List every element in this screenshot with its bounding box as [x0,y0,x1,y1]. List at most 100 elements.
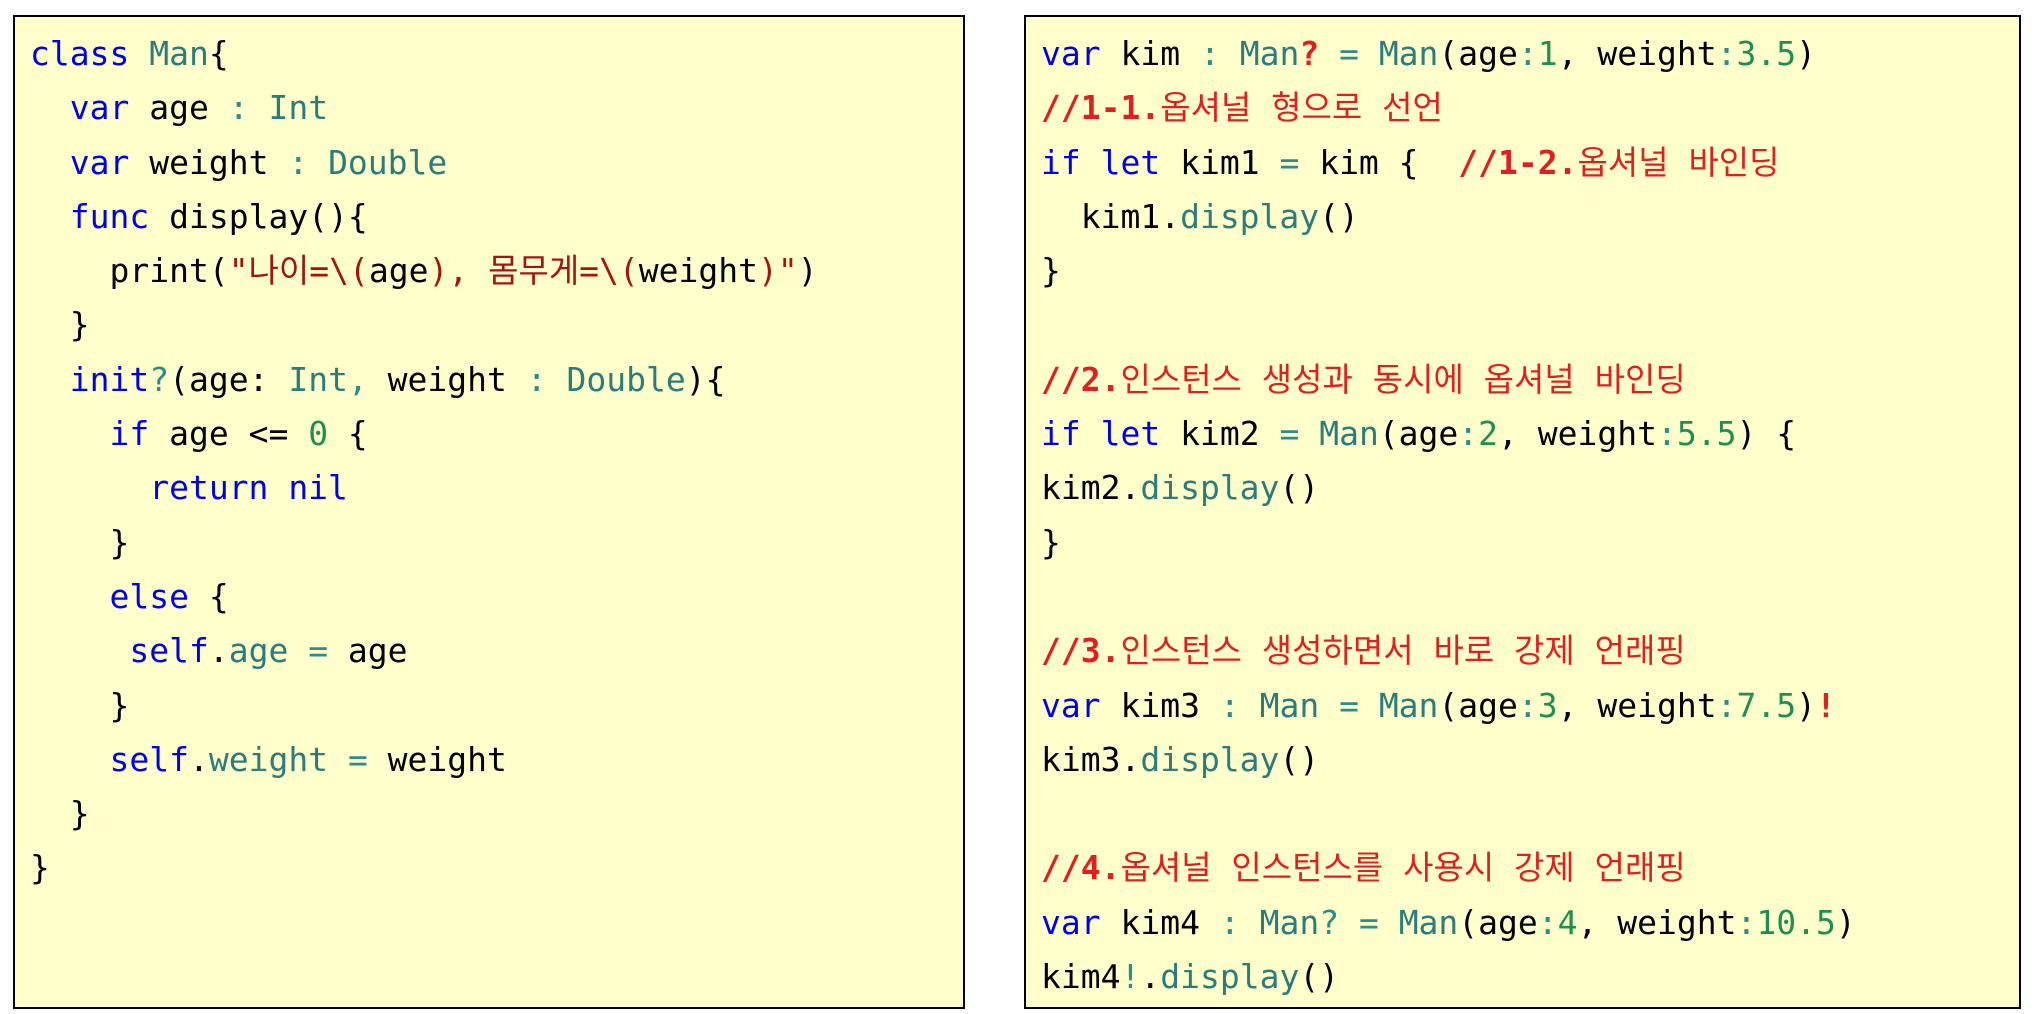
code-token [1081,143,1101,182]
code-line: } [30,787,818,841]
code-token: 3.5 [1736,34,1797,73]
code-token [30,88,70,127]
code-line: kim3.display() [1041,733,1856,787]
code-token: ) [1796,34,1816,73]
code-line [1041,787,1856,841]
code-token: } [1041,522,1061,562]
code-token: //1-1. [1041,88,1161,128]
code-token [30,143,70,182]
code-token [1299,414,1319,453]
code-token: kim3 [1100,685,1220,725]
code-token: : [1657,414,1677,454]
code-token: class [30,34,130,73]
code-token: display [1180,196,1320,236]
code-token: weight [208,739,329,779]
code-token: Man [1259,902,1320,942]
code-line [1041,298,1856,352]
code-token: , weight [1577,902,1737,942]
code-token [1081,414,1101,453]
code-token: kim4 [1041,957,1121,997]
code-token: kim3. [1041,739,1141,779]
code-token: self [129,631,209,671]
code-panel-optional-usage: var kim : Man? = Man(age:1, weight:3.5)/… [1024,15,2021,1009]
code-token: : [1736,902,1757,942]
code-token [1240,686,1260,725]
code-token: )" [758,251,798,291]
code-block-optional-examples: var kim : Man? = Man(age:1, weight:3.5)/… [1041,27,1856,1004]
code-token: 2 [1478,414,1499,454]
code-token: Man [1378,685,1439,725]
code-token: { [328,414,368,454]
code-token [547,360,567,399]
code-token: display [1160,957,1300,997]
code-token: : [1219,902,1240,942]
code-token: () [1319,196,1359,236]
code-token: kim1. [1041,196,1181,236]
code-token: ? [1319,902,1340,942]
code-token: ) { [1736,414,1797,454]
code-line: } [1041,516,1856,570]
code-token: = [1339,34,1359,73]
code-token: self [109,739,189,779]
code-token: () [1279,739,1320,779]
code-token: var [69,88,130,128]
code-token: display [1140,468,1280,508]
code-token: : [1716,685,1737,725]
code-token: 인스턴스 생성과 동시에 옵셔널 바인딩 [1120,359,1686,399]
code-token: } [30,522,130,562]
code-token: if [109,414,150,454]
code-token: 0 [308,414,329,454]
code-line: func display(){ [30,190,818,244]
code-line: var age : Int [30,81,818,135]
code-token: : [526,359,547,399]
code-line: var kim3 : Man = Man(age:3, weight:7.5)! [1041,679,1856,733]
code-token: : [228,88,249,128]
code-token: Man [1239,34,1300,73]
code-token [30,577,109,616]
code-token: , weight [1498,414,1657,454]
code-token: //3. [1041,631,1121,671]
code-token: Int [268,88,329,128]
code-token: : [1517,34,1538,73]
code-token: { [188,576,229,616]
code-line [1041,570,1856,624]
code-token [30,360,70,399]
code-token: . [1140,957,1161,997]
code-token [249,88,269,127]
code-token: 옵셔널 형으로 선언 [1160,88,1443,128]
code-line: return nil [30,461,818,515]
code-token: 인스턴스 생성하면서 바로 강제 언래핑 [1120,631,1686,671]
code-token: = [1279,414,1300,454]
code-token: } [30,794,90,834]
code-token: } [1041,251,1061,291]
code-token: weight [638,251,759,291]
code-token: age <= [149,414,309,454]
code-line: var weight : Double [30,136,818,190]
code-token [30,631,129,670]
code-token: weight [367,359,527,399]
code-token: ! [1120,957,1141,997]
code-line: print("나이=\(age), 몸무게=\(weight)") [30,244,817,298]
code-token: Double [566,359,686,399]
code-token: : [1458,414,1479,454]
code-line: } [30,298,818,352]
code-panel-class-definition: class Man{ var age : Int var weight : Do… [13,15,965,1009]
code-token: kim2. [1041,468,1141,508]
code-token: Man [1319,414,1379,454]
code-token: return [149,468,269,508]
code-token: age [368,251,429,291]
code-token: , weight [1557,34,1717,73]
code-line: kim4!.display() [1041,950,1856,1004]
code-line: else { [30,570,818,624]
code-token: //2. [1041,359,1121,399]
code-token: "나이=\( [228,251,369,291]
code-token: kim4 [1100,902,1220,942]
code-token [288,631,308,670]
code-token [30,468,149,507]
code-line: } [1041,244,1856,298]
code-token: ), 몸무게=\( [428,251,639,291]
code-token: ! [1815,685,1836,725]
code-line: if let kim2 = Man(age:2, weight:5.5) { [1041,407,1856,461]
code-token: Man [1398,902,1459,942]
code-token: (age [1438,685,1518,725]
